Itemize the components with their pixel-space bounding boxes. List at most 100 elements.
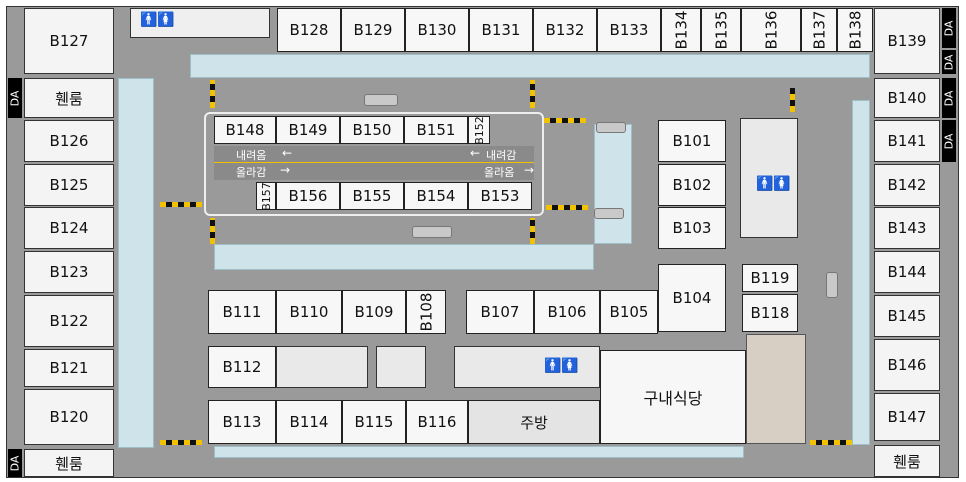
unit-b103[interactable]: B103 [658, 207, 726, 249]
unit-b140[interactable]: B140 [874, 78, 940, 118]
unit-b107[interactable]: B107 [466, 290, 534, 334]
car-5 [594, 208, 624, 219]
up-right-label: 올라옴 [484, 166, 515, 179]
unit-b119[interactable]: B119 [742, 264, 798, 292]
unit-b155[interactable]: B155 [340, 182, 404, 210]
unit-b136[interactable]: B136 [741, 8, 801, 52]
unit-b135[interactable]: B135 [701, 8, 741, 52]
unit-b126[interactable]: B126 [24, 120, 114, 162]
central-island [204, 112, 544, 216]
car-1 [364, 94, 398, 106]
restroom-icon-top: 🚹🚺 [140, 12, 175, 28]
unit-b108[interactable]: B108 [406, 290, 446, 334]
unit-b137[interactable]: B137 [801, 8, 837, 52]
unit-b113[interactable]: B113 [208, 400, 276, 444]
unit-b120[interactable]: B120 [24, 389, 114, 445]
parking-right-column [852, 100, 870, 445]
unit-b122[interactable]: B122 [24, 295, 114, 347]
unit-b151[interactable]: B151 [404, 116, 468, 144]
unit-b148[interactable]: B148 [214, 116, 276, 144]
unit-b138[interactable]: B138 [837, 8, 873, 52]
ramp-road-centerline [214, 162, 534, 163]
unit-b130[interactable]: B130 [405, 8, 469, 52]
unit-b145[interactable]: B145 [874, 295, 940, 337]
service-room-lower-1 [276, 346, 368, 388]
unit-b143[interactable]: B143 [874, 207, 940, 249]
hazard-strip-mid-left [210, 218, 215, 244]
unit-b144[interactable]: B144 [874, 251, 940, 293]
unit-b112[interactable]: B112 [208, 346, 276, 388]
unit-b116[interactable]: B116 [406, 400, 468, 444]
parking-left-column [118, 78, 154, 448]
unit-b109[interactable]: B109 [342, 290, 406, 334]
ramp-room-right-bottom: 휀룸 [874, 445, 940, 477]
unit-b123[interactable]: B123 [24, 251, 114, 293]
unit-b133[interactable]: B133 [597, 8, 661, 52]
unit-b102[interactable]: B102 [658, 164, 726, 206]
unit-b127[interactable]: B127 [24, 8, 114, 74]
service-room-lower-3 [454, 346, 600, 388]
unit-b132[interactable]: B132 [533, 8, 597, 52]
core-service-block [740, 118, 798, 238]
ramp-room-left-top: 휀룸 [24, 78, 114, 118]
parking-bottom-row [214, 446, 744, 458]
hazard-strip-right-top [790, 88, 795, 112]
unit-b152[interactable]: B152 [468, 116, 490, 144]
hazard-strip-bottom-left [160, 440, 202, 445]
unit-b124[interactable]: B124 [24, 207, 114, 249]
hazard-strip-bottom-right [810, 440, 852, 445]
unit-b104[interactable]: B104 [658, 264, 726, 332]
da-strip-right-3: DA [942, 78, 956, 118]
kitchen[interactable]: 주방 [468, 400, 600, 444]
parking-top-row [190, 54, 870, 78]
parking-middle-row [214, 244, 594, 270]
unit-b129[interactable]: B129 [341, 8, 405, 52]
ramp-room-left-bottom: 휀룸 [24, 449, 114, 477]
unit-b121[interactable]: B121 [24, 349, 114, 387]
unit-b154[interactable]: B154 [404, 182, 468, 210]
unit-b111[interactable]: B111 [208, 290, 276, 334]
unit-b101[interactable]: B101 [658, 120, 726, 162]
arrow-left-icon-2: ← [470, 146, 481, 160]
hazard-strip-island-left [160, 202, 202, 207]
unit-b142[interactable]: B142 [874, 164, 940, 206]
arrow-right-icon-2: → [524, 163, 535, 177]
unit-b105[interactable]: B105 [600, 290, 658, 334]
da-strip-right-2: DA [942, 50, 956, 74]
unit-b125[interactable]: B125 [24, 164, 114, 206]
service-room-lower-2 [376, 346, 426, 388]
unit-b149[interactable]: B149 [276, 116, 340, 144]
da-strip-left-top: DA [8, 78, 22, 118]
restroom-icon-lower: 🚹🚺 [544, 358, 579, 374]
cafeteria[interactable]: 구내식당 [600, 350, 746, 444]
unit-b153[interactable]: B153 [468, 182, 532, 210]
unit-b115[interactable]: B115 [342, 400, 406, 444]
unit-b131[interactable]: B131 [469, 8, 533, 52]
unit-b128[interactable]: B128 [277, 8, 341, 52]
unit-b141[interactable]: B141 [874, 120, 940, 162]
unit-b139[interactable]: B139 [874, 8, 940, 74]
unit-b106[interactable]: B106 [534, 290, 600, 334]
car-2 [412, 226, 452, 238]
unit-b156[interactable]: B156 [276, 182, 340, 210]
arrow-left-icon: ← [282, 146, 293, 160]
top-service-rooms [130, 8, 270, 38]
unit-b150[interactable]: B150 [340, 116, 404, 144]
unit-b146[interactable]: B146 [874, 339, 940, 391]
ramp-road [214, 146, 534, 180]
hazard-strip-island-right [544, 118, 586, 123]
up-left-label: 올라감 [236, 166, 267, 179]
arrow-right-icon: → [280, 163, 291, 177]
down-right-label: 내려감 [486, 149, 517, 162]
unit-b147[interactable]: B147 [874, 393, 940, 441]
unit-b110[interactable]: B110 [276, 290, 342, 334]
hazard-strip-island-right-2 [546, 205, 588, 210]
unit-b114[interactable]: B114 [276, 400, 342, 444]
unit-b134[interactable]: B134 [661, 8, 701, 52]
curved-ramp-area [746, 334, 806, 444]
unit-b118[interactable]: B118 [742, 294, 798, 332]
hazard-strip-top-right [530, 80, 535, 108]
da-strip-left-bottom: DA [8, 449, 22, 477]
unit-b157[interactable]: B157 [256, 182, 276, 210]
